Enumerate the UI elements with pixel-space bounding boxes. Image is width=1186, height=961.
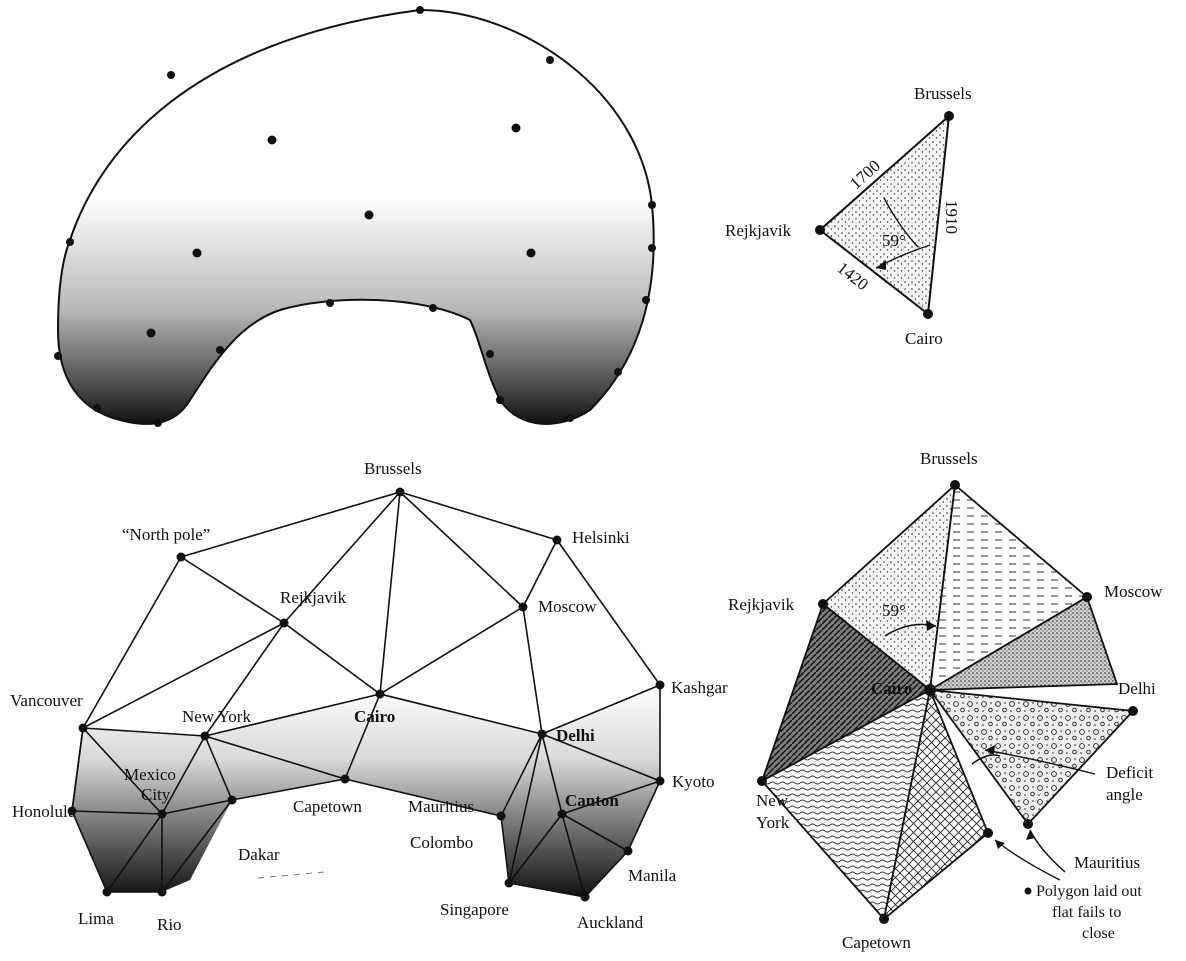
city-moscow: Moscow <box>538 597 597 616</box>
city-cairo: Cairo <box>905 329 943 348</box>
city-delhi: Delhi <box>556 726 595 745</box>
city-mauritius: Mauritius <box>408 797 474 816</box>
city-capetown: Capetown <box>842 933 911 952</box>
city-canton: Canton <box>565 791 619 810</box>
city-york: York <box>756 813 790 832</box>
city-manila: Manila <box>628 866 677 885</box>
city-colombo: Colombo <box>410 833 473 852</box>
city-honolulu: Honolulu <box>12 802 77 821</box>
city-cairo: Cairo <box>354 707 395 726</box>
flat-polygon-panel: Brussels Rejkjavik Moscow Cairo Delhi Ne… <box>728 449 1163 952</box>
city-brussels: Brussels <box>364 459 422 478</box>
city-cairo: Cairo <box>871 679 912 698</box>
city-north-pole: “North pole” <box>122 525 210 544</box>
deficit-label-2: angle <box>1106 785 1143 804</box>
network-panel: Brussels “North pole” Helsinki Rejkjavik… <box>10 459 728 934</box>
city-dakar: Dakar <box>238 845 280 864</box>
city-kashgar: Kashgar <box>671 678 728 697</box>
angle-label: 59° <box>882 601 906 620</box>
city-singapore: Singapore <box>440 900 509 919</box>
note-line-1: Polygon laid out <box>1036 883 1142 900</box>
city-moscow: Moscow <box>1104 582 1163 601</box>
city-rejkjavik: Rejkjavik <box>280 588 347 607</box>
city-mexico: Mexico <box>124 765 176 784</box>
city-new: New <box>756 791 789 810</box>
city-delhi: Delhi <box>1118 679 1156 698</box>
city-rejkjavik: Rejkjavik <box>728 595 795 614</box>
triangle-panel: Brussels Rejkjavik Cairo 1700 1910 1420 … <box>725 84 972 348</box>
city-brussels: Brussels <box>914 84 972 103</box>
city-lima: Lima <box>78 909 114 928</box>
city-helsinki: Helsinki <box>572 528 630 547</box>
city-rio: Rio <box>157 915 182 934</box>
city-capetown: Capetown <box>293 797 362 816</box>
city-mauritius: Mauritius <box>1074 853 1140 872</box>
city-new-york: New York <box>182 707 251 726</box>
city-kyoto: Kyoto <box>672 772 715 791</box>
city-rejkjavik: Rejkjavik <box>725 221 792 240</box>
city-brussels: Brussels <box>920 449 978 468</box>
edge-length-1910: 1910 <box>942 200 961 234</box>
deficit-label-1: Deficit <box>1106 763 1153 782</box>
surface-outline <box>58 10 654 424</box>
triangle-face <box>820 116 949 314</box>
city-city: City <box>141 785 171 804</box>
angle-label: 59° <box>882 231 906 250</box>
city-auckland: Auckland <box>577 913 644 932</box>
surface-panel <box>54 6 656 427</box>
city-vancouver: Vancouver <box>10 691 83 710</box>
note-line-2: flat fails to <box>1052 904 1121 921</box>
note-line-3: close <box>1082 925 1115 942</box>
